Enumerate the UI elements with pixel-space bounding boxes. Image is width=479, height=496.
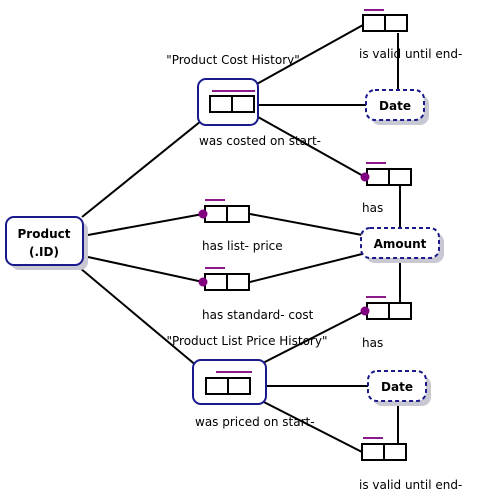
mandatory-dot [360,172,370,182]
line-cost-history-to-amount-fact [257,116,366,178]
line-product-to-standard-cost [87,256,204,283]
mandatory-dot [198,209,208,219]
fact-has-list-price[interactable] [198,199,250,223]
fact-has-standard-cost[interactable] [198,267,250,291]
reading-price-valid-until: is valid until end- [359,478,462,492]
date-cost-name: Date [379,99,411,113]
reading-priced-on-start: was priced on start- [195,415,315,429]
connector-lines [79,24,401,453]
fact-price-has-amount[interactable] [360,296,412,320]
reading-costed-on-start: was costed on start- [199,134,321,148]
line-product-to-cost-history [81,116,207,218]
product-entity-name: Product [18,227,71,241]
cost-history-label: "Product Cost History" [166,53,300,67]
line-cost-history-to-valid-until [254,24,364,86]
line-price-history-to-amount-fact [252,310,366,369]
fact-cost-valid-until[interactable] [362,9,408,32]
line-price-history-to-valid-until [255,397,363,453]
reading-price-has-amount: has [362,336,383,350]
product-entity-refmode: (.ID) [29,245,59,259]
product-entity[interactable]: Product (.ID) [5,216,88,270]
price-history-label: "Product List Price History" [167,334,328,348]
fact-price-valid-until[interactable] [361,437,407,461]
amount-value-type[interactable]: Amount [360,227,444,263]
line-list-price-to-amount [249,213,363,236]
reading-cost-valid-until: is valid until end- [359,47,462,61]
product-list-price-history-fact[interactable] [192,359,267,405]
line-product-to-price-history [79,267,211,378]
reading-has-list-price: has list- price [202,239,283,253]
amount-value-type-name: Amount [374,237,427,251]
product-cost-history-fact[interactable] [197,78,259,126]
reading-cost-has-amount: has [362,201,383,215]
mandatory-dot [198,277,208,287]
mandatory-dot [360,306,370,316]
date-price-name: Date [381,380,413,394]
line-standard-cost-to-amount [249,253,363,283]
date-value-type-price[interactable]: Date [367,370,431,406]
line-product-to-list-price [87,213,204,236]
fact-cost-has-amount[interactable] [360,162,412,186]
date-value-type-cost[interactable]: Date [365,89,429,125]
reading-has-standard-cost: has standard- cost [202,308,314,322]
